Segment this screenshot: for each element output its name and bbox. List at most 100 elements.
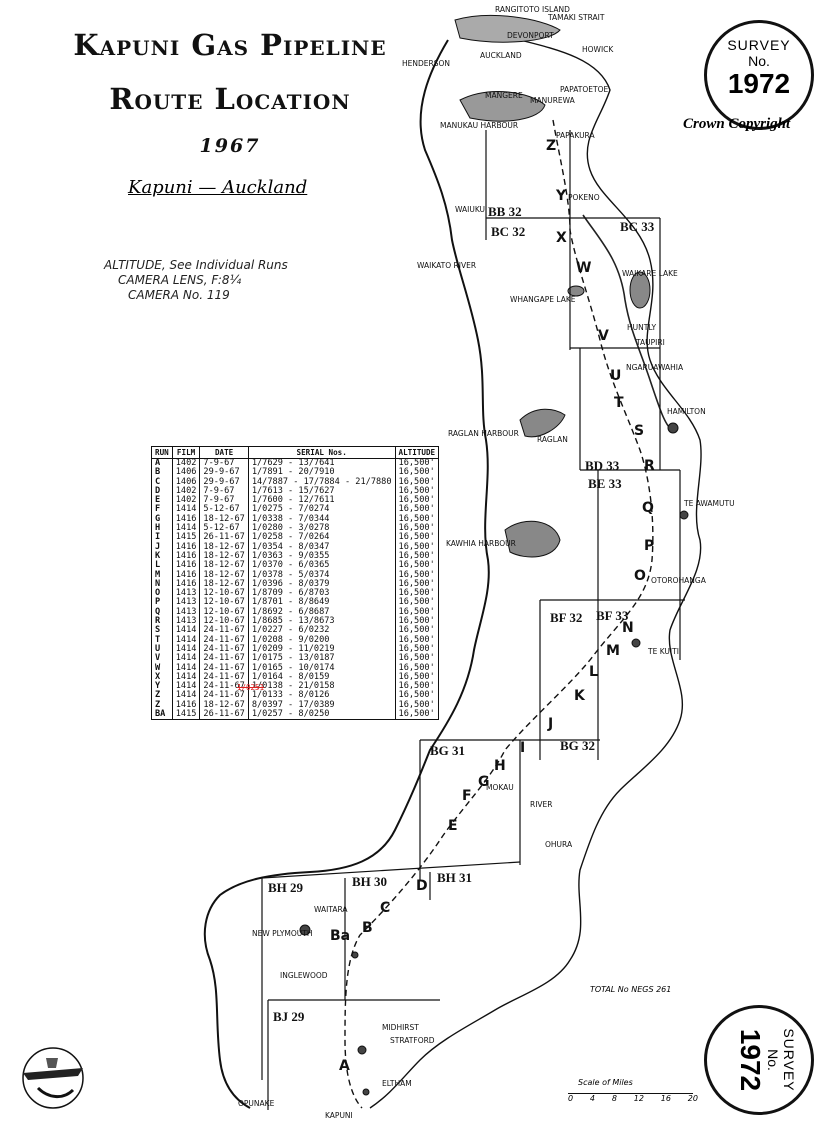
- table-cell: 16,500': [395, 653, 440, 664]
- table-cell: 24-11-67: [199, 681, 249, 692]
- sheet-label: BF 33: [596, 608, 629, 623]
- table-cell: 16,500': [395, 616, 440, 627]
- runs-header-cell: SERIAL Nos.: [248, 446, 396, 459]
- table-cell: K: [151, 551, 173, 562]
- waikare-lake: [629, 271, 651, 309]
- place-label: ELTHAM: [382, 1079, 412, 1088]
- sheet-label: BC 33: [620, 219, 655, 234]
- table-cell: A: [151, 458, 173, 469]
- table-cell: 1/0133 - 8/0126: [248, 691, 396, 701]
- sheet-label: BH 29: [268, 880, 304, 895]
- table-cell: 24-11-67: [199, 644, 249, 655]
- pipeline-route: [344, 119, 654, 1109]
- table-cell: 1416: [172, 579, 201, 590]
- sheet-label: BB 32: [488, 204, 522, 219]
- scale-tick: 16: [660, 1094, 671, 1103]
- table-cell: 24-11-67: [199, 672, 249, 683]
- run-label: Ba: [330, 928, 350, 944]
- table-cell: 18-12-67: [199, 560, 249, 571]
- table-cell: 1416: [172, 570, 201, 580]
- scale-tick: 4: [589, 1094, 596, 1103]
- table-cell: 16,500': [395, 467, 440, 478]
- table-cell: 1413: [172, 598, 201, 608]
- table-cell: 1414: [172, 672, 201, 683]
- place-label: PAPATOETOE: [560, 85, 608, 94]
- table-cell: 16,500': [395, 635, 440, 645]
- sheet-grid: [261, 130, 685, 1110]
- whangape-lake: [567, 285, 585, 297]
- map-year: 1967: [199, 135, 261, 157]
- run-label: N: [622, 620, 634, 636]
- raglan-harbour: [519, 408, 566, 438]
- sheet-label: BH 31: [437, 870, 472, 885]
- run-label: W: [576, 260, 591, 276]
- table-cell: Z: [151, 700, 173, 711]
- table-cell: 1414: [172, 523, 201, 534]
- town-markers: [299, 422, 689, 1096]
- runs-header-cell: ALTITUDE: [395, 446, 440, 459]
- table-cell: 5-12-67: [199, 523, 249, 534]
- table-cell: 1/0363 - 9/0355: [248, 551, 396, 562]
- table-cell: 1/0396 - 8/0379: [248, 579, 396, 590]
- table-cell: 1/7891 - 20/7910: [248, 467, 396, 478]
- table-cell: 18-12-67: [199, 514, 249, 525]
- run-label: A: [339, 1058, 350, 1074]
- table-cell: 1414: [172, 691, 201, 701]
- route-name: Kapuni — Auckland: [128, 177, 308, 198]
- table-cell: 1414: [172, 635, 201, 645]
- table-cell: 1416: [172, 560, 201, 571]
- table-cell: 16,500': [395, 588, 440, 599]
- place-label: WAIUKU: [455, 205, 485, 214]
- table-cell: 16,500': [395, 523, 440, 534]
- table-cell: 1415: [172, 709, 201, 720]
- place-label: DEVONPORT: [507, 31, 554, 40]
- table-cell: 12-10-67: [199, 607, 249, 618]
- place-label: HAMILTON: [667, 407, 706, 416]
- table-cell: 1413: [172, 588, 201, 599]
- table-cell: 16,500': [395, 663, 440, 673]
- table-cell: 16,500': [395, 626, 440, 636]
- sheet-label: BG 31: [430, 743, 465, 758]
- place-label: TE AWAMUTU: [683, 499, 735, 508]
- table-cell: 1/7629 - 13/7641: [248, 458, 396, 469]
- table-cell: 18-12-67: [199, 551, 249, 562]
- table-cell: M: [151, 570, 173, 580]
- table-cell: 16,500': [395, 598, 440, 608]
- place-label: INGLEWOOD: [280, 971, 328, 980]
- table-cell: 16,500': [395, 709, 440, 720]
- sheet-label: BC 32: [491, 224, 525, 239]
- table-cell: 1402: [172, 458, 201, 469]
- table-cell: V: [151, 653, 173, 664]
- table-cell: 1/0257 - 8/0250: [248, 709, 396, 720]
- table-cell: 1/0208 - 9/0200: [248, 635, 396, 645]
- table-cell: 16,500': [395, 458, 440, 469]
- run-label: P: [644, 538, 654, 554]
- table-cell: BA: [151, 709, 173, 720]
- table-cell: F: [151, 505, 173, 515]
- table-cell: 16,500': [395, 570, 440, 580]
- table-cell: 16,500': [395, 514, 440, 525]
- east-coastline: [369, 39, 702, 1109]
- place-label: NEW PLYMOUTH: [252, 929, 313, 938]
- table-cell: 1416: [172, 551, 201, 562]
- place-label: KAPUNI: [325, 1111, 353, 1120]
- table-cell: 18-12-67: [199, 579, 249, 590]
- table-cell: 5-12-67: [199, 505, 249, 515]
